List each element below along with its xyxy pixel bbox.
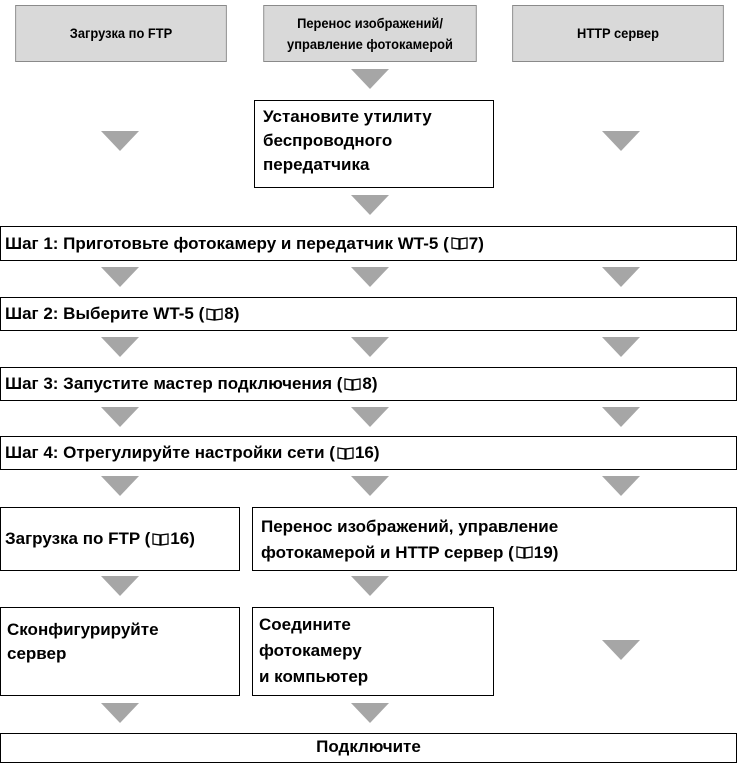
install-line1: Установите утилиту xyxy=(263,107,432,126)
step-3-box: Шаг 3: Запустите мастер подключения (8) xyxy=(0,367,737,401)
configure-line2: сервер xyxy=(7,644,67,663)
step-2-box: Шаг 2: Выберите WT-5 (8) xyxy=(0,297,737,331)
step-3-text: Шаг 3: Запустите мастер подключения ( xyxy=(5,374,343,393)
down-arrow-icon xyxy=(351,337,389,357)
down-arrow-icon xyxy=(101,337,139,357)
transfer-control-box: Перенос изображений, управление фотокаме… xyxy=(252,507,737,571)
ftp-upload-text: Загрузка по FTP ( xyxy=(5,529,151,548)
header-image-transfer: Перенос изображений/ управление фотокаме… xyxy=(263,5,477,62)
transfer-control-line1: Перенос изображений, управление xyxy=(261,517,559,536)
header-http-server: HTTP сервер xyxy=(512,5,724,62)
configure-server-box: Сконфигурируйте сервер xyxy=(0,607,240,696)
step-4-box: Шаг 4: Отрегулируйте настройки сети (16) xyxy=(0,436,737,470)
down-arrow-icon xyxy=(602,267,640,287)
down-arrow-icon xyxy=(101,576,139,596)
down-arrow-icon xyxy=(351,476,389,496)
header-transfer-line2: управление фотокамерой xyxy=(287,35,453,52)
connect-camera-box: Соедините фотокамеру и компьютер xyxy=(252,607,494,696)
step-4-text: Шаг 4: Отрегулируйте настройки сети ( xyxy=(5,443,335,462)
header-transfer-line1: Перенос изображений/ xyxy=(297,14,443,31)
down-arrow-icon xyxy=(602,407,640,427)
down-arrow-icon xyxy=(351,69,389,89)
ftp-upload-page: 16 xyxy=(170,529,190,548)
connect-line2: фотокамеру xyxy=(259,641,362,660)
transfer-control-page: 19 xyxy=(533,543,553,562)
header-http-label: HTTP сервер xyxy=(577,25,659,41)
step-2-page: 8 xyxy=(224,304,234,323)
down-arrow-icon xyxy=(602,476,640,496)
book-icon xyxy=(344,377,362,391)
install-utility-box: Установите утилиту беспроводного передат… xyxy=(254,100,494,188)
down-arrow-icon xyxy=(602,337,640,357)
down-arrow-icon xyxy=(101,476,139,496)
down-arrow-icon xyxy=(101,703,139,723)
down-arrow-icon xyxy=(602,640,640,660)
book-icon xyxy=(337,446,354,460)
down-arrow-icon xyxy=(602,131,640,151)
connect-line1: Соедините xyxy=(259,615,351,634)
book-icon xyxy=(152,532,169,546)
down-arrow-icon xyxy=(101,407,139,427)
step-2-text: Шаг 2: Выберите WT-5 ( xyxy=(5,304,205,323)
install-line2: беспроводного xyxy=(263,131,393,150)
down-arrow-icon xyxy=(351,267,389,287)
down-arrow-icon xyxy=(351,195,389,215)
header-ftp-upload: Загрузка по FTP xyxy=(15,5,227,62)
transfer-control-line2: фотокамерой и HTTP сервер ( xyxy=(261,543,514,562)
step-3-page: 8 xyxy=(362,374,372,393)
down-arrow-icon xyxy=(351,576,389,596)
step-4-page: 16 xyxy=(354,443,374,462)
step-1-box: Шаг 1: Приготовьте фотокамеру и передатч… xyxy=(0,226,737,261)
configure-line1: Сконфигурируйте xyxy=(7,620,159,639)
step-1-page: 7 xyxy=(468,233,479,253)
down-arrow-icon xyxy=(101,267,139,287)
book-icon xyxy=(451,237,468,250)
connect-final-box: Подключите xyxy=(0,733,737,763)
down-arrow-icon xyxy=(351,703,389,723)
connect-line3: и компьютер xyxy=(259,667,369,686)
book-icon xyxy=(516,546,533,559)
install-line3: передатчика xyxy=(263,155,370,174)
down-arrow-icon xyxy=(101,131,139,151)
down-arrow-icon xyxy=(351,407,389,427)
ftp-upload-box: Загрузка по FTP (16) xyxy=(0,507,240,571)
step-1-text: Шаг 1: Приготовьте фотокамеру и передатч… xyxy=(5,233,449,253)
header-ftp-label: Загрузка по FTP xyxy=(69,25,173,41)
book-icon xyxy=(206,307,223,321)
connect-final-text: Подключите xyxy=(316,737,421,756)
